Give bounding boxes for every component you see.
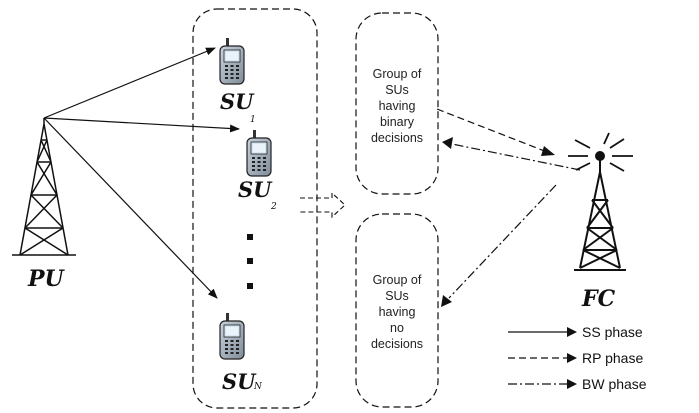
su2-label: SU xyxy=(238,177,273,202)
ss-phase-arrows xyxy=(43,47,240,299)
none-group-line-3: having xyxy=(379,305,416,319)
suN-subscript: N xyxy=(253,382,263,392)
none-group-line-4: no xyxy=(390,321,404,335)
fc-label: FC xyxy=(581,286,616,312)
none-group-line-5: decisions xyxy=(371,337,423,351)
legend-rp-label: RP phase xyxy=(582,350,643,366)
rp-phase-arrow xyxy=(436,108,555,156)
binary-decisions-box xyxy=(355,12,439,195)
su2-subscript: 2 xyxy=(270,202,277,212)
su-group-box xyxy=(192,8,318,409)
no-decisions-box xyxy=(355,213,439,408)
legend-bw-label: BW phase xyxy=(582,376,647,392)
su1-label: SU xyxy=(220,89,255,114)
legend-ss-label: SS phase xyxy=(582,324,643,340)
su1-phone-icon xyxy=(219,37,245,85)
legend-ss-arrowhead xyxy=(567,327,577,337)
none-group-line-1: Group of xyxy=(373,273,422,287)
binary-group-line-2: SUs xyxy=(385,83,409,97)
binary-group-line-5: decisions xyxy=(371,131,423,145)
binary-group-line-4: binary xyxy=(380,115,415,129)
fc-tower-icon xyxy=(568,132,633,271)
ellipsis-squares xyxy=(247,234,253,289)
suN-label: SU xyxy=(222,369,257,394)
bw-phase-arrows xyxy=(441,137,581,307)
su1-subscript: 1 xyxy=(250,115,256,125)
legend-bw-arrowhead xyxy=(567,379,577,389)
legend: SS phase RP phase BW phase xyxy=(508,324,647,392)
binary-group-line-1: Group of xyxy=(373,67,422,81)
suN-phone-icon xyxy=(219,312,245,360)
pu-tower-icon xyxy=(12,118,76,256)
group-split-arrow xyxy=(300,191,346,219)
legend-rp-arrowhead xyxy=(567,353,577,363)
su2-phone-icon xyxy=(246,129,272,177)
none-group-line-2: SUs xyxy=(385,289,409,303)
binary-group-line-3: having xyxy=(379,99,416,113)
pu-label: PU xyxy=(27,266,66,292)
